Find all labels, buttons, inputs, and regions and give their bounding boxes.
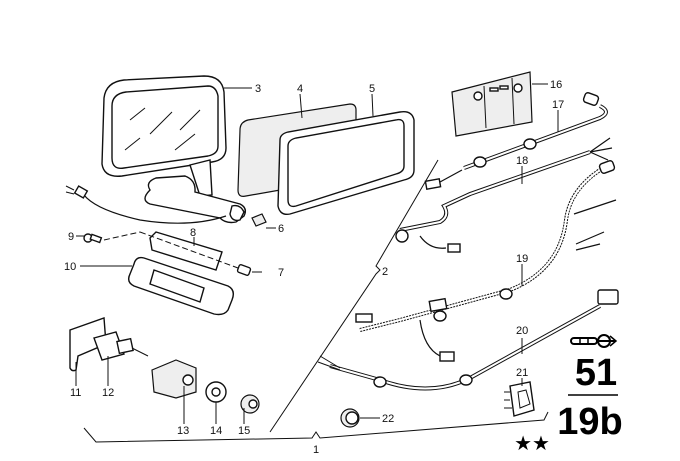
callout-16[interactable]: 16 (550, 79, 562, 91)
mirror-group-icon (570, 334, 618, 348)
callout-5[interactable]: 5 (369, 83, 375, 95)
callout-14[interactable]: 14 (210, 425, 222, 437)
callout-18[interactable]: 18 (516, 155, 528, 167)
callout-19[interactable]: 19 (516, 253, 528, 265)
group-number: 51 (575, 352, 617, 394)
mirror-cable (65, 185, 227, 224)
part-14-ring[interactable] (205, 381, 227, 403)
callout-13[interactable]: 13 (177, 425, 189, 437)
callout-1[interactable]: 1 (313, 444, 319, 456)
part-6-screw[interactable] (251, 213, 267, 227)
part-17-harness[interactable] (424, 92, 608, 190)
part-9-screw[interactable] (83, 233, 103, 244)
callout-4[interactable]: 4 (297, 83, 303, 95)
part-21-switch[interactable] (504, 381, 535, 417)
part-8-cover[interactable] (103, 231, 239, 271)
leader-lines (75, 83, 559, 424)
part-18-harness[interactable] (395, 137, 613, 253)
callout-8[interactable]: 8 (190, 227, 196, 239)
part-5-frame[interactable] (277, 110, 415, 216)
callout-12[interactable]: 12 (102, 387, 114, 399)
subgroup-number: 19b (557, 401, 622, 443)
part-22-grommet[interactable] (340, 408, 360, 428)
callout-22[interactable]: 22 (382, 413, 394, 425)
part-13-housing[interactable] (151, 359, 197, 399)
part-10-plate[interactable] (127, 256, 235, 316)
part-7-screw[interactable] (236, 264, 252, 276)
callout-17[interactable]: 17 (552, 99, 564, 111)
part-15-nut[interactable] (240, 394, 260, 414)
callout-2[interactable]: 2 (382, 266, 388, 278)
stars: ★★ (514, 431, 550, 455)
callout-9[interactable]: 9 (68, 231, 74, 243)
mirror-base (144, 159, 247, 224)
callout-10[interactable]: 10 (64, 261, 76, 273)
part-20-harness[interactable] (317, 289, 619, 391)
part-11-holder[interactable] (69, 317, 107, 372)
callout-11[interactable]: 11 (70, 387, 81, 399)
callout-20[interactable]: 20 (516, 325, 528, 337)
part-12-switch[interactable] (93, 331, 149, 361)
callout-6[interactable]: 6 (278, 223, 284, 235)
part-16-bracket[interactable] (451, 71, 533, 137)
part-19-harness[interactable] (355, 160, 617, 362)
bracket-lines (83, 159, 549, 443)
callout-3[interactable]: 3 (255, 83, 261, 95)
callout-21[interactable]: 21 (516, 367, 528, 379)
callout-15[interactable]: 15 (238, 425, 250, 437)
callout-7[interactable]: 7 (278, 267, 284, 279)
part-3-mirror[interactable] (101, 75, 227, 177)
